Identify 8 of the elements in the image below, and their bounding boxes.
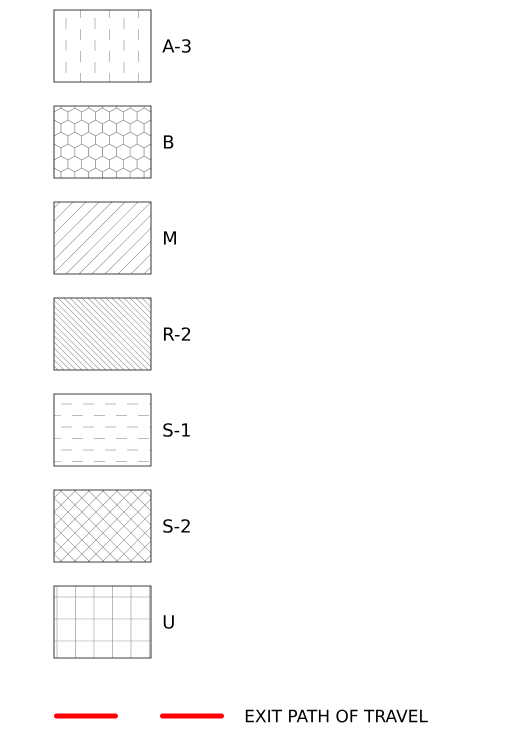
legend-label: EXIT PATH OF TRAVEL [246, 710, 428, 722]
legend-label: M [164, 231, 176, 245]
legend-label: S-2 [163, 519, 190, 533]
legend-label: A-3 [162, 39, 191, 53]
legend-label: B [164, 135, 174, 149]
legend-label: R-2 [164, 327, 190, 341]
legend-label: S-1 [163, 423, 190, 437]
legend-label: U [164, 615, 174, 629]
